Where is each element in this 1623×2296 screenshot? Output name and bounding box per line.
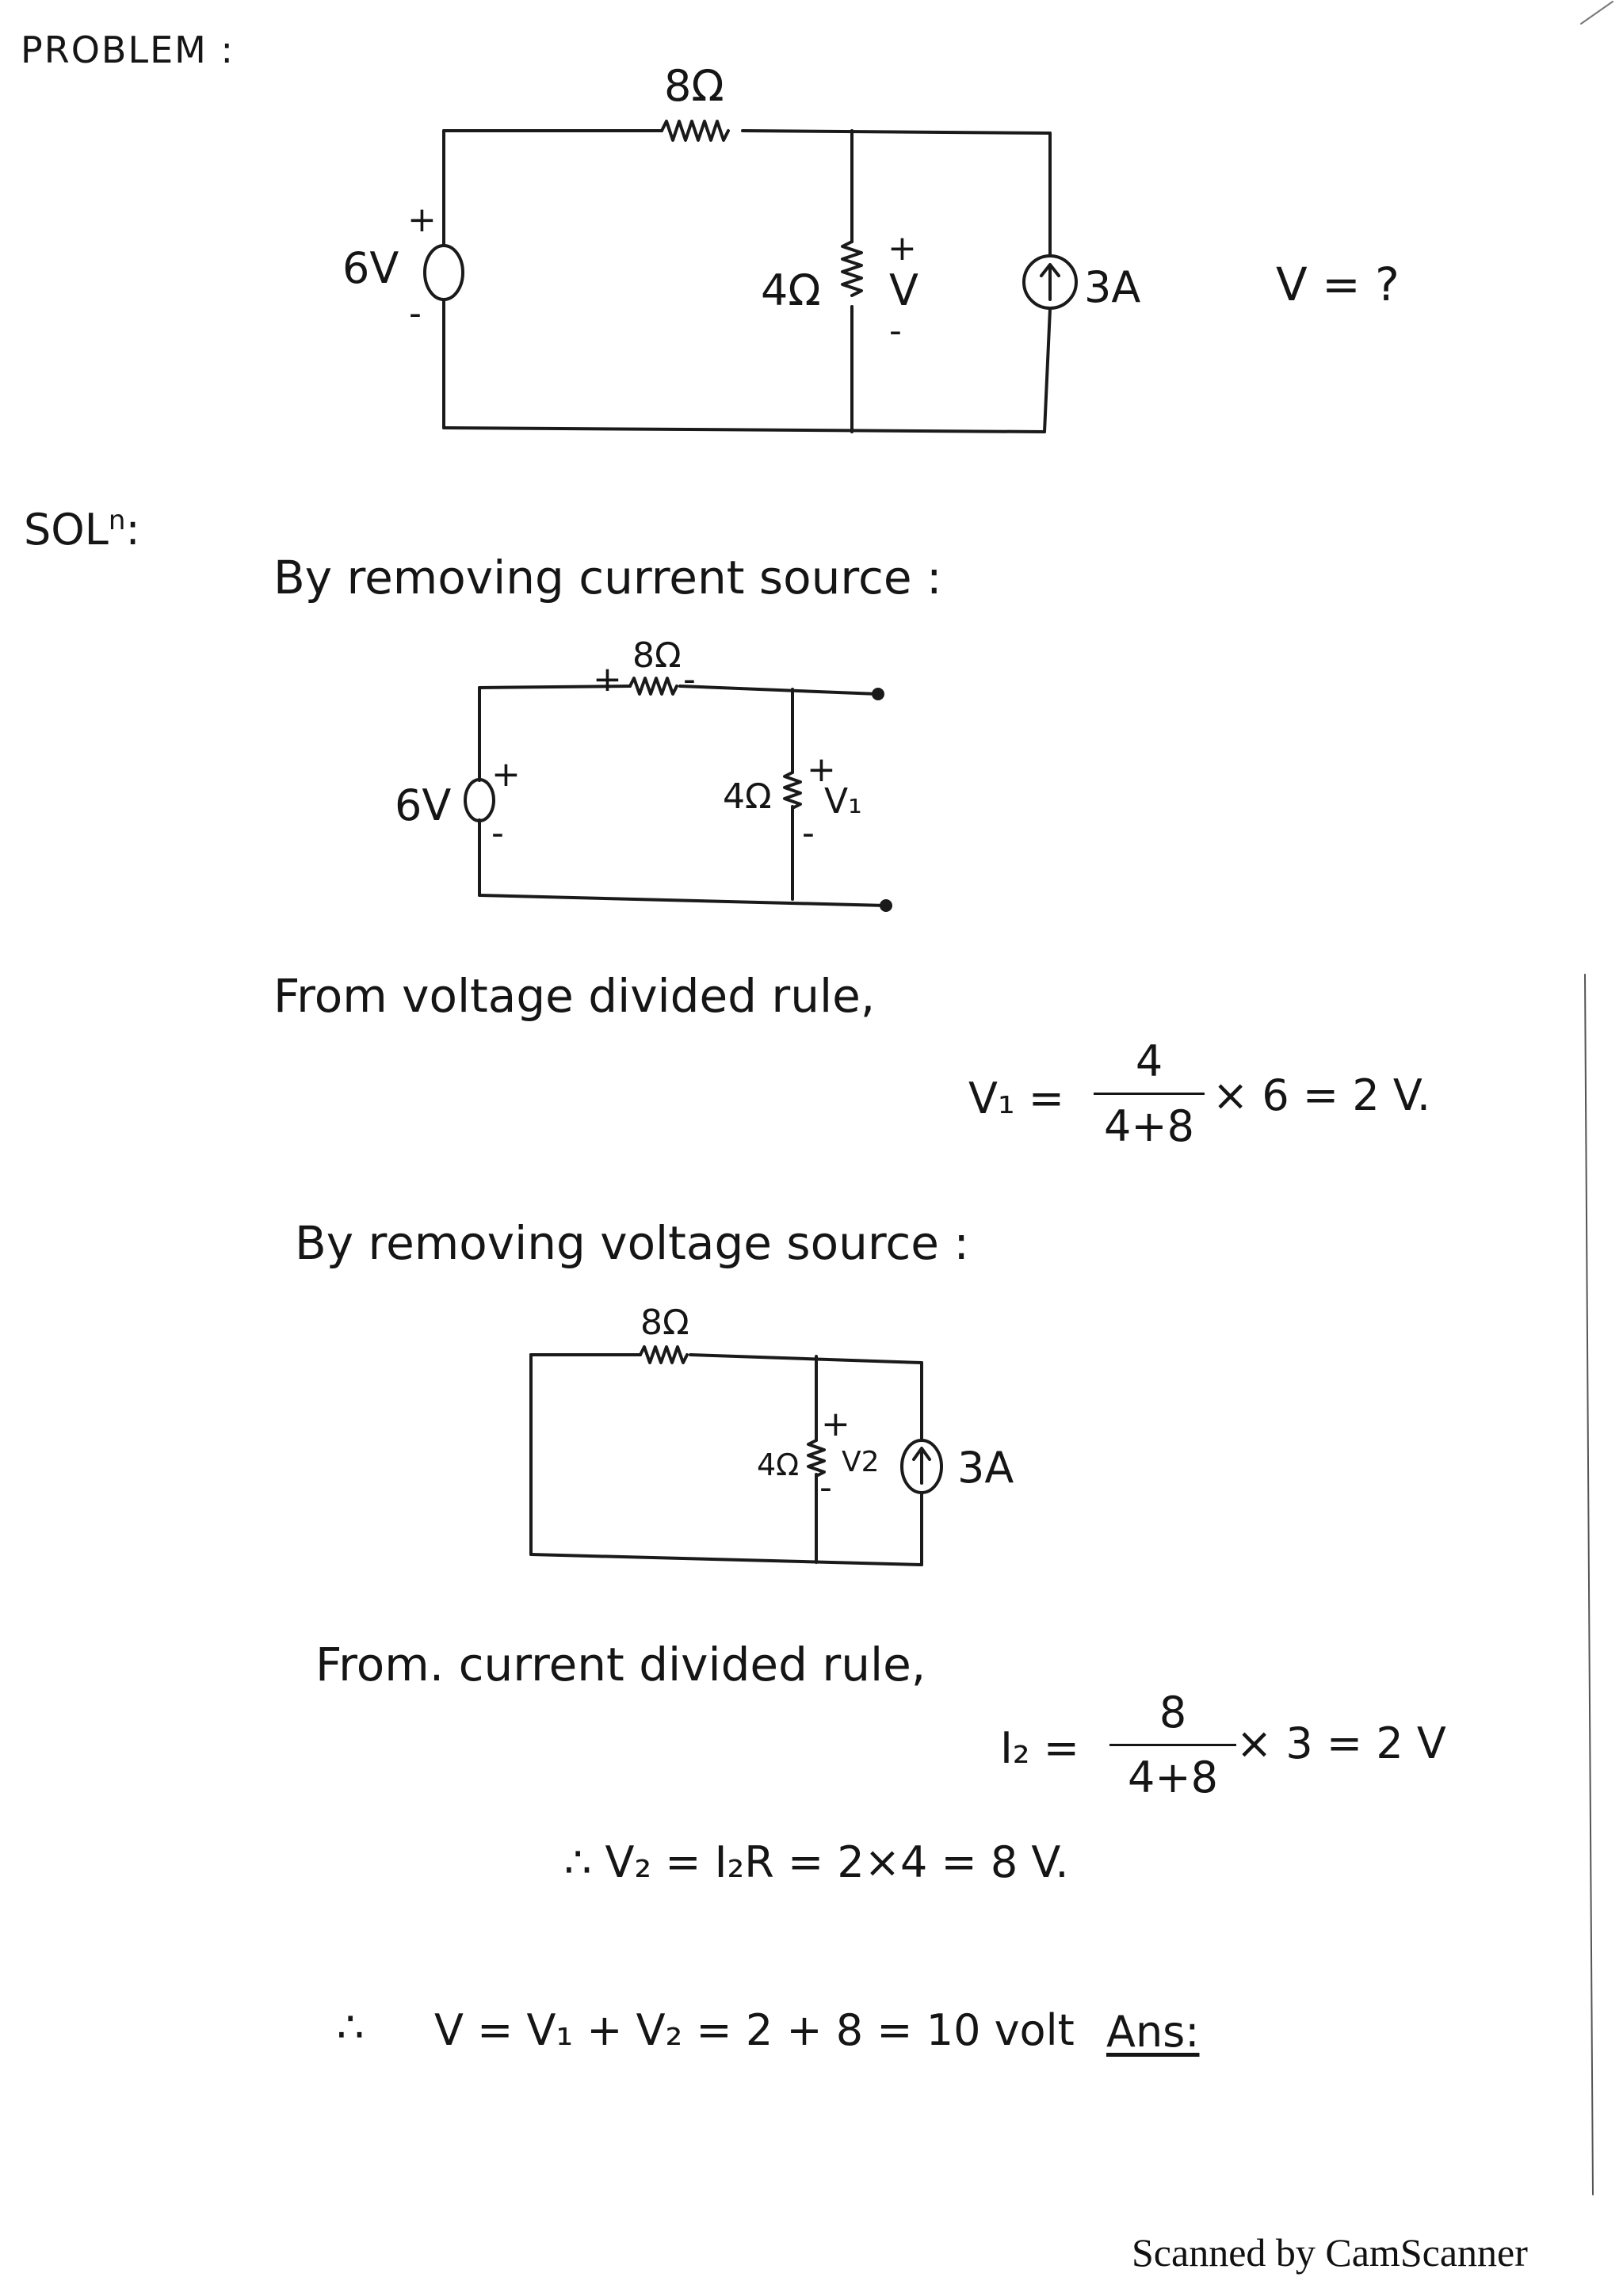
circuit-3 bbox=[529, 1345, 923, 1566]
c2-r-plus: + bbox=[593, 659, 622, 700]
eq2-fraction-bar bbox=[1109, 1744, 1236, 1746]
answer-label: Ans: bbox=[1106, 2007, 1200, 2057]
eq4-text: V = V₁ + V₂ = 2 + 8 = 10 volt bbox=[434, 2005, 1075, 2055]
c2-r-minus: - bbox=[683, 659, 696, 700]
c2-r-mid-label: 4Ω bbox=[723, 776, 772, 817]
eq2-fraction: 8 4+8 bbox=[1109, 1688, 1236, 1802]
eq3-text: ∴ V₂ = I₂R = 2×4 = 8 V. bbox=[564, 1837, 1069, 1887]
step1-heading: By removing current source : bbox=[273, 551, 942, 605]
arrow-up-icon bbox=[1040, 263, 1060, 301]
c2-v-plus: + bbox=[807, 749, 836, 790]
rule1-text: From voltage divided rule, bbox=[273, 969, 876, 1023]
c1-v-minus: - bbox=[889, 311, 902, 351]
circuit-2 bbox=[478, 677, 888, 907]
c2-vsource-label: 6V bbox=[395, 780, 452, 830]
c1-isource-label: 3A bbox=[1084, 262, 1141, 312]
voltage-source-6v-2 bbox=[464, 778, 495, 822]
c3-v-plus: + bbox=[821, 1404, 850, 1444]
c1-v-plus: + bbox=[888, 228, 917, 269]
eq1-denominator: 4+8 bbox=[1104, 1101, 1194, 1151]
c3-r-top-label: 8Ω bbox=[640, 1302, 689, 1343]
c1-plus: + bbox=[407, 200, 437, 240]
voltage-source-6v bbox=[423, 244, 464, 301]
resistor-8ohm-zigzag-2 bbox=[628, 677, 678, 696]
resistor-8ohm-zigzag bbox=[660, 120, 730, 142]
c2-v1-label: V₁ bbox=[824, 781, 862, 822]
problem-heading: PROBLEM : bbox=[21, 29, 235, 71]
question-text: V = ? bbox=[1276, 257, 1400, 311]
terminal-dot-top bbox=[872, 688, 884, 700]
eq2-denominator: 4+8 bbox=[1128, 1753, 1218, 1802]
resistor-4ohm-zigzag-2 bbox=[783, 771, 802, 810]
eq1-fraction-bar bbox=[1094, 1093, 1205, 1095]
margin-line bbox=[1584, 974, 1594, 2195]
eq2-rhs: × 3 = 2 V bbox=[1236, 1718, 1446, 1768]
eq1-numerator: 4 bbox=[1135, 1036, 1163, 1086]
corner-stroke bbox=[1580, 1, 1613, 25]
c1-v-label: V bbox=[889, 265, 918, 315]
c3-isource-label: 3A bbox=[957, 1443, 1014, 1493]
c2-v-minus: - bbox=[802, 813, 815, 853]
resistor-4ohm-zigzag bbox=[841, 240, 863, 297]
c1-r-mid-label: 4Ω bbox=[761, 265, 821, 315]
current-source-3a bbox=[1022, 254, 1078, 310]
c2-s-minus: - bbox=[491, 813, 504, 853]
c2-s-plus: + bbox=[491, 754, 521, 795]
c2-r-top-label: 8Ω bbox=[632, 635, 682, 676]
terminal-dot-bottom bbox=[880, 899, 892, 912]
circuit-1 bbox=[442, 120, 1052, 433]
c1-minus: - bbox=[409, 293, 422, 334]
eq4-therefore: ∴ bbox=[337, 2002, 365, 2052]
eq1-lhs: V₁ = bbox=[968, 1074, 1064, 1123]
resistor-8ohm-zigzag-3 bbox=[639, 1345, 689, 1364]
c1-vsource-label: 6V bbox=[342, 243, 399, 293]
solution-label: SOLn: bbox=[24, 505, 140, 555]
eq1-rhs: × 6 = 2 V. bbox=[1212, 1070, 1431, 1120]
eq1-fraction: 4 4+8 bbox=[1094, 1036, 1205, 1151]
c1-r-top-label: 8Ω bbox=[664, 61, 724, 111]
c3-v-minus: - bbox=[819, 1467, 832, 1508]
c3-r-mid-label: 4Ω bbox=[757, 1447, 800, 1482]
arrow-up-icon-2 bbox=[912, 1447, 931, 1485]
rule2-text: From. current divided rule, bbox=[315, 1638, 926, 1691]
step2-heading: By removing voltage source : bbox=[295, 1216, 969, 1270]
scanner-watermark: Scanned by CamScanner bbox=[1132, 2230, 1528, 2275]
eq2-numerator: 8 bbox=[1159, 1688, 1187, 1737]
resistor-4ohm-zigzag-3 bbox=[807, 1439, 826, 1478]
eq2-lhs: I₂ = bbox=[1000, 1723, 1079, 1773]
current-source-3a-2 bbox=[900, 1439, 943, 1494]
c3-v2-label: V2 bbox=[842, 1446, 880, 1478]
